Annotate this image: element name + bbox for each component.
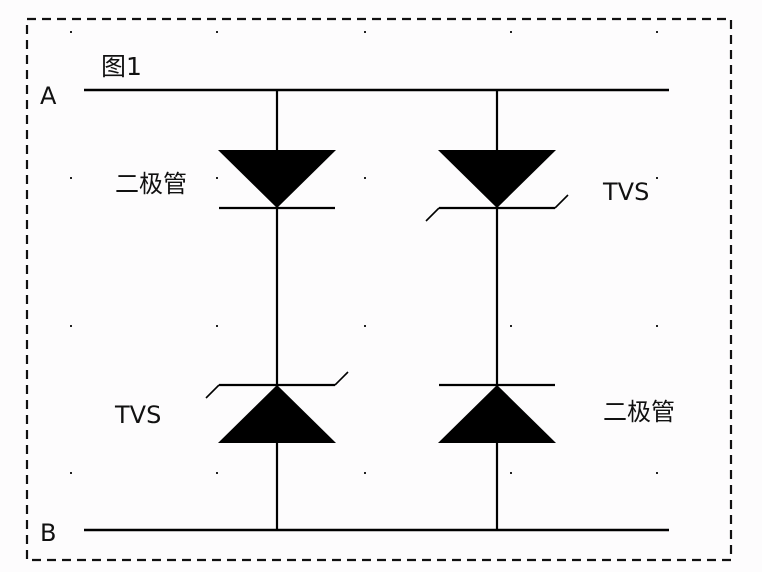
branch1-upper-label-diode: 二极管 <box>115 170 187 198</box>
branch1-lower-tvs-symbol <box>205 371 349 443</box>
figure-title: 图1 <box>101 52 142 81</box>
grid-dot <box>510 31 512 33</box>
grid-dot <box>656 472 658 474</box>
branch1-upper-diode-symbol <box>218 150 336 210</box>
grid-dot <box>216 472 218 474</box>
node-label-a: A <box>40 82 57 110</box>
grid-dots <box>70 31 658 474</box>
branches <box>205 90 569 530</box>
branch2-upper-label-tvs: TVS <box>603 178 650 206</box>
branch1-lower-label-tvs: TVS <box>115 401 162 429</box>
grid-dot <box>364 31 366 33</box>
tvs-bend-left <box>205 384 220 399</box>
grid-dot <box>70 325 72 327</box>
branch2-lower-diode-symbol <box>438 383 556 443</box>
grid-dot <box>70 177 72 179</box>
dashed-border-rect <box>25 17 733 562</box>
diode-triangle <box>218 150 336 208</box>
rails <box>84 88 669 532</box>
grid-dot <box>510 325 512 327</box>
node-label-b: B <box>40 519 57 547</box>
grid-dot <box>364 177 366 179</box>
grid-dot <box>510 472 512 474</box>
grid-dot <box>364 472 366 474</box>
diode-triangle <box>438 385 556 443</box>
grid-dot <box>364 325 366 327</box>
grid-dot <box>216 31 218 33</box>
grid-dot <box>656 177 658 179</box>
grid-dot <box>216 177 218 179</box>
tvs-triangle <box>218 385 336 443</box>
branch2-upper-tvs-symbol <box>425 150 569 222</box>
grid-dot <box>70 31 72 33</box>
grid-dot <box>216 325 218 327</box>
tvs-triangle <box>438 150 556 208</box>
tvs-bend-right <box>554 194 569 209</box>
tvs-bend-left <box>425 207 440 222</box>
tvs-bend-right <box>334 371 349 386</box>
branch2-lower-label-diode: 二极管 <box>603 398 675 426</box>
grid-dot <box>70 472 72 474</box>
dashed-border <box>25 17 733 562</box>
grid-dot <box>656 31 658 33</box>
grid-dot <box>656 325 658 327</box>
